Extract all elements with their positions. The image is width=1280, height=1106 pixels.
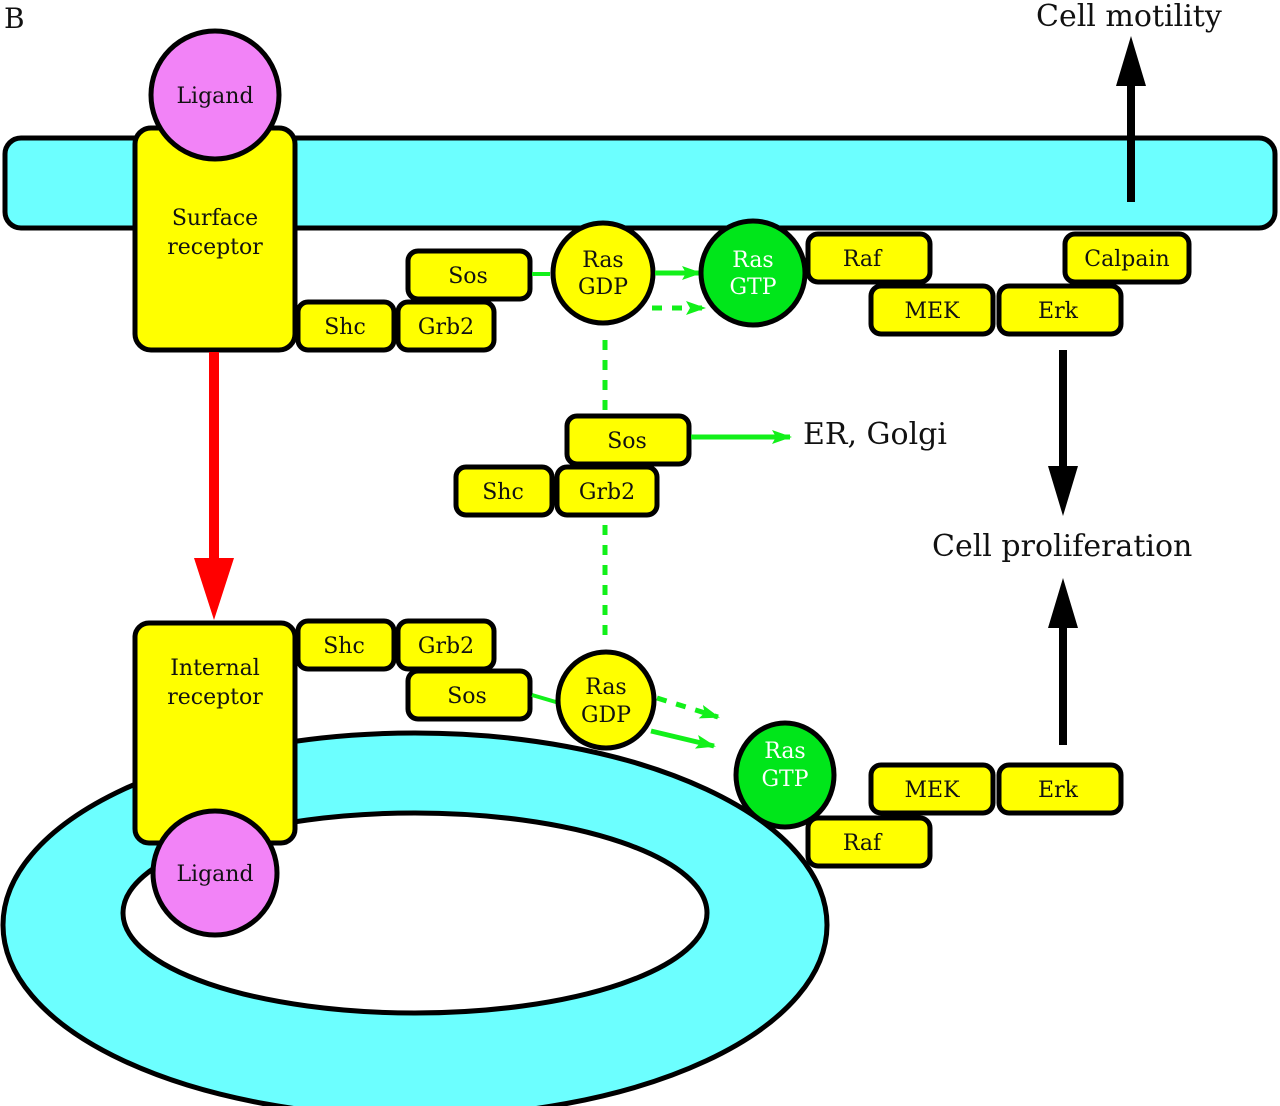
- internal-erk: [996, 762, 1124, 816]
- surface-erk-label: Erk: [1038, 299, 1079, 324]
- surface-ras-gtp-label-1: Ras: [732, 248, 773, 273]
- surface-grb2: [395, 299, 497, 353]
- internal-activation-arrow: [650, 728, 716, 749]
- surface-ligand-label: Ligand: [176, 84, 253, 109]
- surface-ras-gtp: [698, 218, 808, 328]
- internal-shc: [295, 618, 397, 672]
- internal-sos-label: Sos: [447, 684, 487, 709]
- surface-calpain: [1062, 231, 1192, 285]
- surface-mek-label: MEK: [904, 299, 960, 324]
- surface-receptor-label-1: Surface: [172, 206, 258, 231]
- cytosol-shc: [453, 464, 555, 518]
- surface-erk: [996, 283, 1124, 337]
- internal-ras-gtp-label-1: Ras: [764, 739, 805, 764]
- internal-mek-label: MEK: [904, 778, 960, 803]
- internal-proliferation-arrowhead: [1048, 578, 1078, 628]
- internal-raf: [805, 815, 933, 869]
- surface-ras-gdp-label-1: Ras: [582, 248, 623, 273]
- cytosol-grb2: [554, 464, 660, 518]
- internal-sos: [405, 668, 533, 722]
- surface-shc-label: Shc: [324, 315, 366, 340]
- internal-ras-gdp-label-2: GDP: [581, 703, 631, 728]
- internal-grb2-label: Grb2: [418, 634, 474, 659]
- cell-motility-label: Cell motility: [1036, 0, 1222, 34]
- surface-calpain-label: Calpain: [1084, 247, 1169, 272]
- internal-ligand-label: Ligand: [176, 862, 253, 887]
- internalization-arrowhead: [194, 558, 234, 620]
- cytosol-sos: [564, 413, 692, 467]
- surface-proliferation-arrowhead: [1048, 466, 1078, 516]
- internal-erk-label: Erk: [1038, 778, 1079, 803]
- surface-raf-label: Raf: [843, 247, 883, 272]
- surface-sos: [405, 248, 533, 302]
- internal-receptor-label-1: Internal: [170, 656, 260, 681]
- cytosol-shc-label: Shc: [482, 480, 524, 505]
- surface-grb2-label: Grb2: [418, 315, 474, 340]
- cell-proliferation-label: Cell proliferation: [932, 529, 1192, 564]
- er-golgi-label: ER, Golgi: [803, 417, 947, 452]
- internal-ras-gtp-label-2: GTP: [761, 767, 808, 792]
- surface-raf: [805, 231, 933, 285]
- surface-receptor-label-2: receptor: [167, 235, 263, 260]
- surface-ras-gtp-label-2: GTP: [729, 275, 776, 300]
- internal-ras-gtp: [733, 720, 837, 830]
- internal-shc-label: Shc: [323, 634, 365, 659]
- internal-raf-label: Raf: [843, 831, 883, 856]
- surface-ligand: [148, 28, 282, 162]
- cytosol-sos-label: Sos: [607, 429, 647, 454]
- internal-ras-gdp-label-1: Ras: [585, 675, 626, 700]
- motility-arrowhead: [1116, 36, 1146, 86]
- surface-ras-gdp: [550, 220, 656, 326]
- internal-activation-dashed-arrow: [656, 695, 720, 720]
- internal-ligand: [150, 808, 280, 938]
- internal-receptor-label-2: receptor: [167, 685, 263, 710]
- cytosol-grb2-label: Grb2: [579, 480, 635, 505]
- surface-mek: [868, 283, 996, 337]
- panel-label: B: [4, 2, 25, 35]
- surface-sos-label: Sos: [448, 264, 488, 289]
- internal-mek: [868, 762, 996, 816]
- surface-shc: [295, 299, 397, 353]
- internal-ras-gdp: [555, 649, 657, 751]
- plasma-membrane: [2, 135, 1278, 231]
- surface-ras-gdp-label-2: GDP: [578, 275, 628, 300]
